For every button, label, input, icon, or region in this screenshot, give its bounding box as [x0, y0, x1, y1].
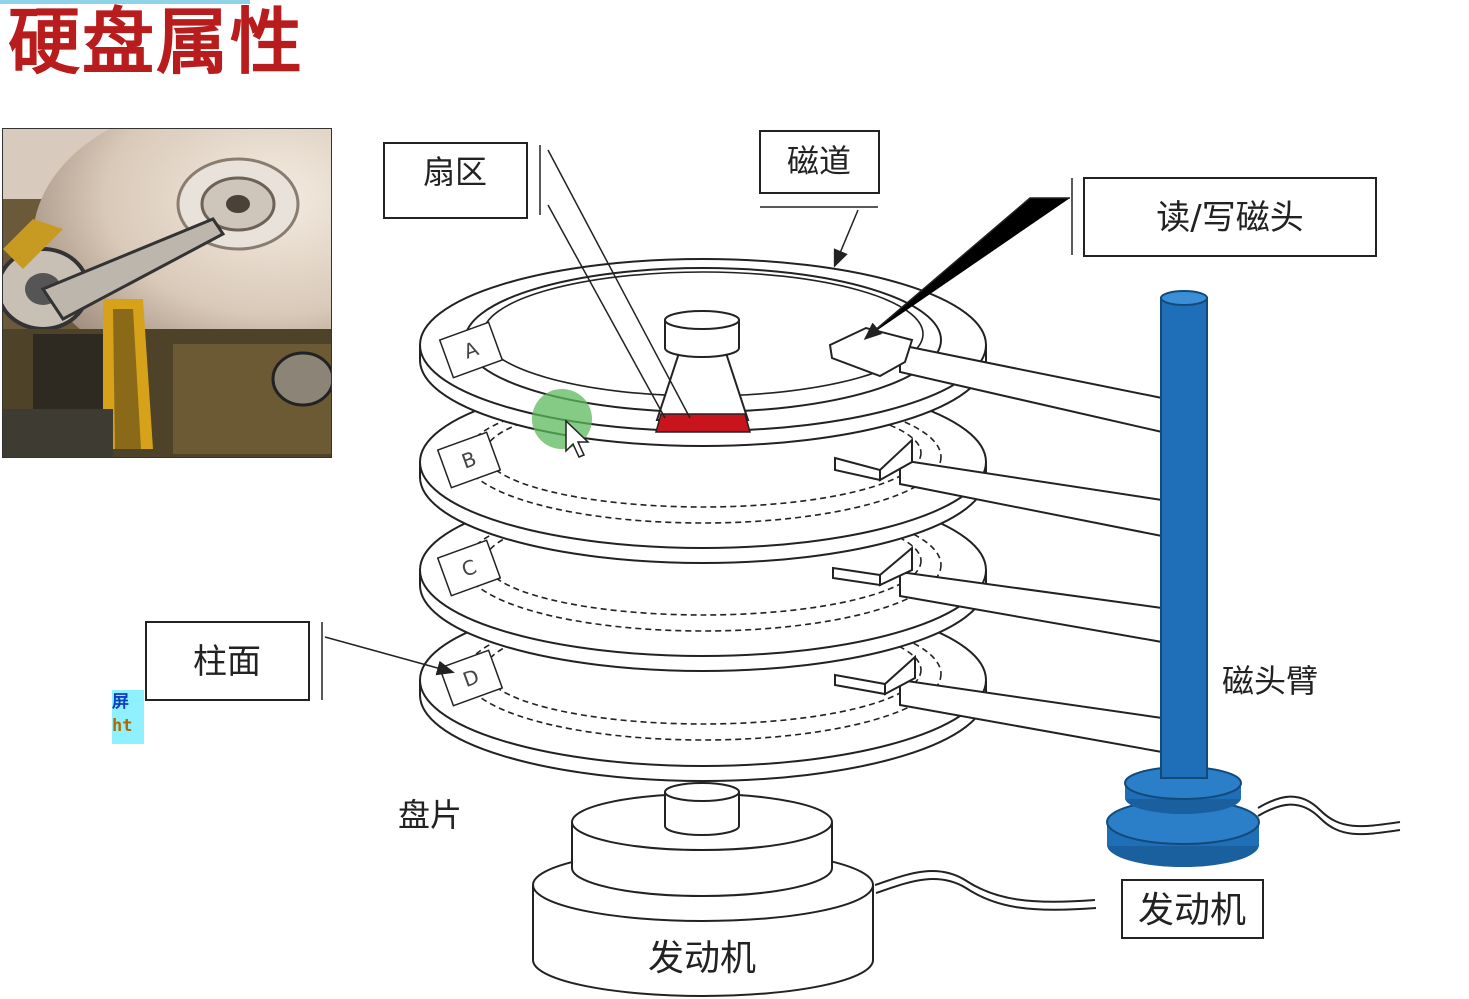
- cylinder-label: 柱面: [193, 642, 261, 682]
- head-arm-label: 磁头臂: [1222, 662, 1318, 700]
- track-label: 磁道: [787, 142, 851, 180]
- title-accent-strip: [0, 0, 250, 4]
- label-boxes: [145, 130, 1377, 939]
- platter-label: 盘片: [398, 796, 462, 834]
- sector-label: 扇区: [423, 153, 487, 191]
- actuator-arm: [1106, 290, 1401, 867]
- platter-mark-boxes: [436, 321, 504, 707]
- spindle-motor: [532, 782, 1097, 997]
- hard-drive-photo: [2, 128, 332, 458]
- sector-wedge: [655, 310, 751, 433]
- page-title: 硬盘属性: [8, 0, 305, 84]
- mouse-cursor: [532, 389, 592, 458]
- overlay-tag: 屏 ht: [112, 690, 144, 744]
- head-arms: [828, 326, 1163, 754]
- overlay-tag-line1: 屏: [112, 692, 129, 712]
- overlay-tag-line2: ht: [112, 716, 133, 736]
- spindle-motor-label: 发动机: [648, 938, 756, 979]
- read-write-head-label: 读/写磁头: [1156, 198, 1303, 238]
- actuator-motor-label: 发动机: [1138, 890, 1246, 931]
- leader-lines: [321, 145, 1073, 700]
